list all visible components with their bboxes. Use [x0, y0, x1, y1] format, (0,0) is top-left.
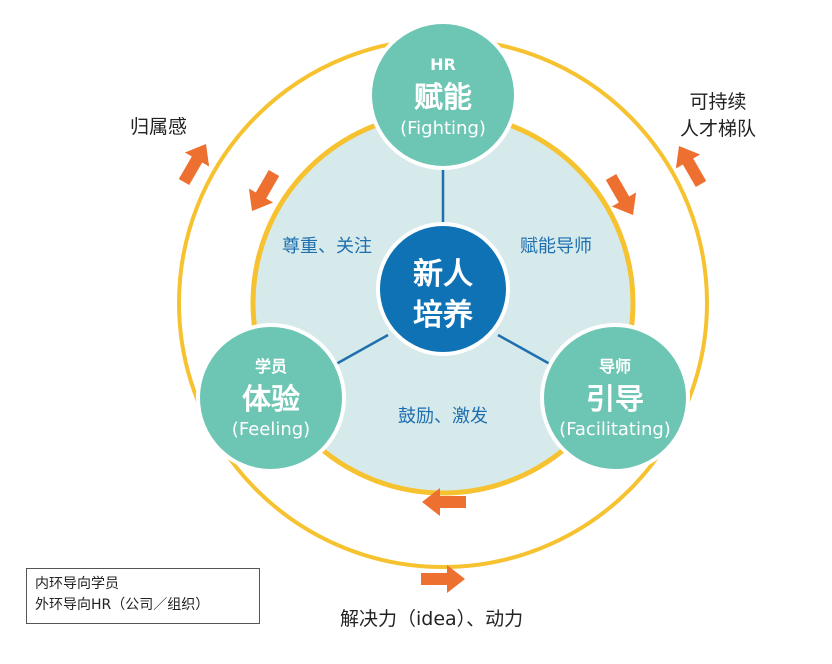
node-student-title: 体验	[242, 382, 300, 416]
node-mentor-role: 导师	[599, 357, 631, 376]
node-hr-role: HR	[430, 55, 456, 74]
node-hr: HR 赋能 (Fighting)	[368, 20, 518, 170]
center-text-line2: 培养	[413, 298, 473, 333]
arrow-icon	[666, 138, 714, 192]
node-student: 学员 体验 (Feeling)	[196, 323, 346, 473]
node-student-subtitle: (Feeling)	[232, 419, 310, 440]
center-text-line1: 新人	[413, 257, 473, 292]
outer-label-right-line2: 人才梯队	[680, 118, 757, 140]
outer-label-left: 归属感	[130, 116, 188, 138]
arrow-icon	[421, 565, 465, 593]
node-mentor: 导师 引导 (Facilitating)	[540, 323, 690, 473]
legend-line2: 外环导向HR（公司／组织）	[35, 597, 210, 613]
inner-label-bottom: 鼓励、激发	[398, 406, 488, 427]
node-mentor-title: 引导	[586, 382, 644, 416]
inner-label-left: 尊重、关注	[282, 236, 372, 257]
node-student-role: 学员	[255, 357, 287, 376]
inner-label-right: 赋能导师	[520, 236, 592, 257]
legend-line1: 内环导向学员	[35, 576, 119, 592]
center-circle	[376, 222, 510, 356]
outer-label-bottom: 解决力（idea）、动力	[340, 608, 524, 630]
node-hr-title: 赋能	[414, 80, 472, 114]
outer-label-right-line1: 可持续	[689, 91, 747, 113]
outer-label-right: 可持续 人才梯队	[680, 89, 756, 143]
legend-box: 内环导向学员 外环导向HR（公司／组织）	[26, 568, 260, 624]
node-hr-subtitle: (Fighting)	[400, 118, 486, 139]
node-mentor-subtitle: (Facilitating)	[559, 419, 671, 440]
arrow-icon	[171, 136, 219, 190]
